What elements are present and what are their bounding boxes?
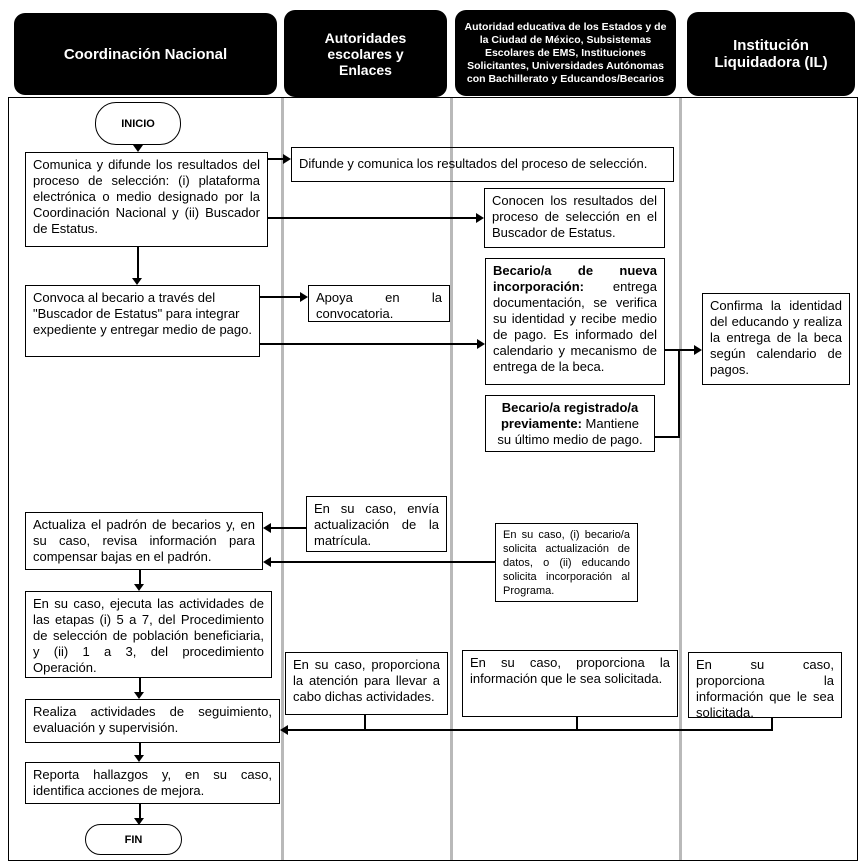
step-apoya-convocatoria: Apoya en la convocatoria.: [308, 285, 450, 322]
line-comunica-to-convoca: [137, 247, 139, 278]
arrowhead-nueva-to-confirma: [694, 345, 702, 355]
arrowhead-comunica-to-difunde: [283, 154, 291, 164]
step-reporta-hallazgos: Reporta hallazgos y, en su caso, identif…: [25, 762, 280, 804]
bold-lead: Becario/a registrado/a previamente:: [500, 400, 639, 431]
lane-title: Autoridades escolares y Enlaces: [324, 29, 407, 78]
step-convoca-becario: Convoca al becario a través del "Buscado…: [25, 285, 260, 357]
start-label: INICIO: [121, 117, 155, 130]
lane-divider-2: [450, 98, 453, 860]
step-actualiza-padron: Actualiza el padrón de becarios y, en su…: [25, 512, 263, 570]
arrowhead-actualiza-to-ejecuta: [134, 584, 144, 591]
step-proporciona-atencion: En su caso, proporciona la atención para…: [285, 652, 448, 715]
arrowhead-envia-to-actualiza: [263, 523, 271, 533]
lane-divider-3: [679, 98, 682, 860]
arrowhead-collector-to-realiza: [280, 725, 288, 735]
step-comunica-resultados: Comunica y difunde los resultados del pr…: [25, 152, 268, 247]
line-solicita-to-actualiza: [271, 561, 495, 563]
arrowhead-comunica-to-conocen: [476, 213, 484, 223]
start-terminator: INICIO: [95, 102, 181, 145]
lead-rest: Mantiene su último medio de pago.: [497, 416, 643, 447]
arrowhead-realiza-to-reporta: [134, 755, 144, 762]
step-ejecuta-actividades: En su caso, ejecuta las actividades de l…: [25, 591, 272, 678]
arrowhead-convoca-to-nueva: [477, 339, 485, 349]
line-realiza-to-reporta: [139, 743, 141, 755]
step-difunde-resultados: Difunde y comunica los resultados del pr…: [291, 147, 674, 182]
end-terminator: FIN: [85, 824, 182, 855]
step-envia-actualizacion: En su caso, envía actualización de la ma…: [306, 496, 447, 552]
arrowhead-solicita-to-actualiza: [263, 557, 271, 567]
step-conocen-resultados: Conocen los resultados del proceso de se…: [484, 188, 665, 248]
arrowhead-ejecuta-to-realiza: [134, 692, 144, 699]
line-collector-to-realiza: [288, 729, 773, 731]
arrowhead-comunica-to-convoca: [132, 278, 142, 285]
step-solicita-actualizacion: En su caso, (i) becario/a solicita actua…: [495, 523, 638, 602]
line-info-il-drop: [771, 718, 773, 731]
line-convoca-to-apoya: [260, 296, 300, 298]
line-reporta-to-fin: [139, 804, 141, 818]
line-convoca-to-nueva: [260, 343, 477, 345]
line-atencion-drop: [364, 715, 366, 731]
arrowhead-reporta-to-fin: [134, 818, 144, 825]
lead-rest: entrega documentación, se verifica su id…: [493, 279, 657, 374]
step-confirma-identidad: Confirma la identidad del educando y rea…: [702, 293, 850, 385]
arrowhead-convoca-to-apoya: [300, 292, 308, 302]
end-label: FIN: [124, 833, 143, 846]
line-comunica-to-conocen: [268, 217, 476, 219]
line-envia-to-actualiza: [271, 527, 306, 529]
lane-header-coordinacion-nacional: Coordinación Nacional: [14, 13, 277, 95]
bold-lead: Becario/a de nueva incorporación:: [493, 263, 657, 294]
step-realiza-seguimiento: Realiza actividades de seguimiento, eval…: [25, 699, 280, 743]
step-proporciona-informacion-tercera: En su caso, proporciona la información q…: [462, 650, 678, 717]
lane-header-institucion-liquidadora: Institución Liquidadora (IL): [687, 12, 855, 96]
step-proporciona-informacion-il: En su caso, proporciona la información q…: [688, 652, 842, 720]
line-info-tercera-drop: [576, 717, 578, 731]
line-actualiza-to-ejecuta: [139, 570, 141, 584]
line-ejecuta-to-realiza: [139, 678, 141, 692]
lane-title: Institución Liquidadora (IL): [714, 37, 828, 71]
diagram-frame: [8, 97, 858, 861]
line-comunica-to-difunde: [268, 158, 283, 160]
step-becario-registrado: Becario/a registrado/a previamente: Mant…: [485, 395, 655, 452]
lane-header-autoridad-educativa: Autoridad educativa de los Estados y de …: [455, 10, 676, 96]
lane-title: Autoridad educativa de los Estados y de …: [464, 20, 667, 85]
line-registrado-elbow-h: [655, 436, 680, 438]
lane-header-autoridades-escolares: Autoridades escolares y Enlaces: [284, 10, 447, 97]
arrow-inicio-to-comunica: [133, 145, 143, 152]
lane-title: Coordinación Nacional: [63, 45, 228, 63]
step-becario-nueva-incorporacion: Becario/a de nueva incorporación: entreg…: [485, 258, 665, 385]
line-registrado-elbow-v: [678, 350, 680, 438]
lane-divider-1: [281, 98, 284, 860]
